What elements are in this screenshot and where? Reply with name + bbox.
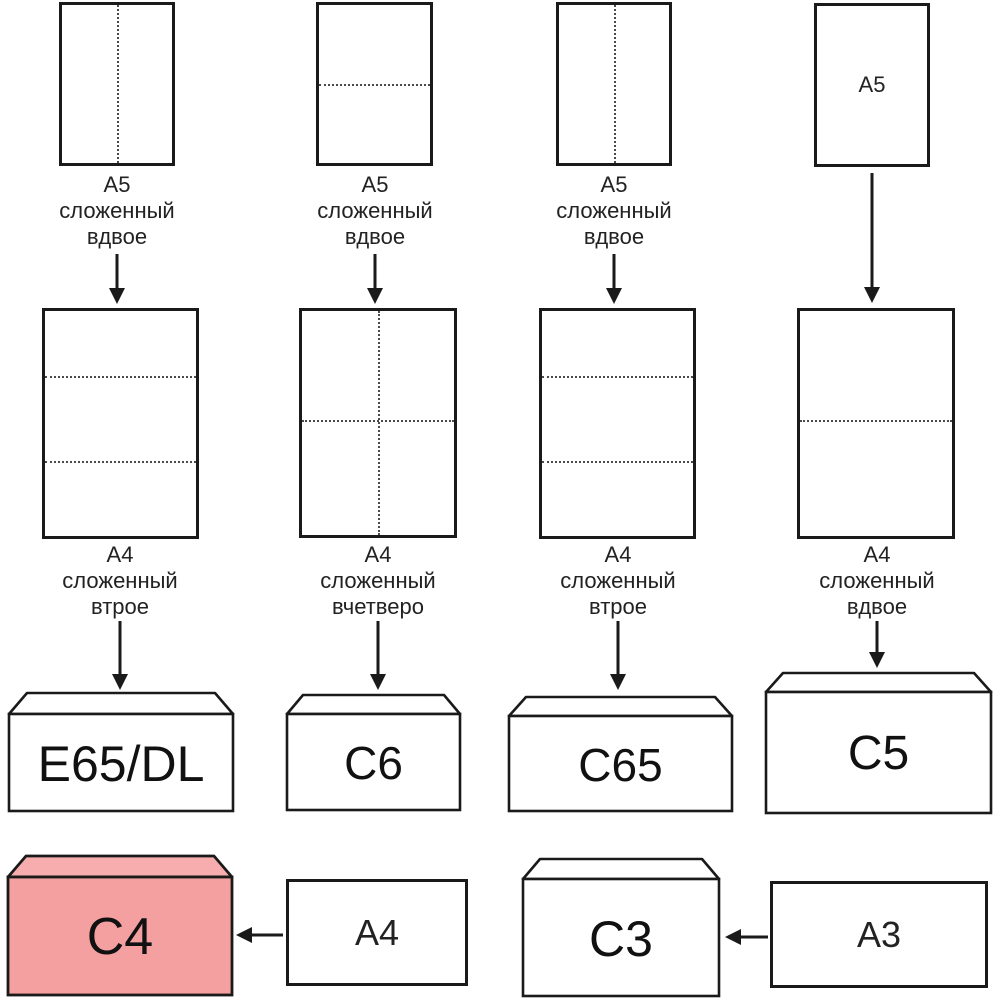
sheet-a3-landscape: A3 [770, 881, 988, 988]
caption-line: А4 [604, 542, 632, 567]
envelope-shape [7, 691, 235, 813]
envelope-e65-dl-label: E65/DL [37, 735, 205, 792]
caption-line: сложенный [62, 568, 178, 593]
caption-line: втрое [589, 594, 647, 619]
caption-a4-1: А4 сложенный втрое [10, 542, 230, 620]
envelope-c65: C65 [507, 695, 734, 813]
fold-line-vertical [378, 311, 380, 535]
envelope-c4-highlighted: C4 [6, 854, 234, 997]
envelope-c3: C3 [521, 857, 721, 998]
envelope-shape [521, 857, 721, 998]
arrow-down-icon [863, 173, 881, 303]
envelope-c4-label: C4 [86, 908, 154, 966]
caption-line: А4 [863, 542, 891, 567]
fold-line-horizontal [319, 84, 430, 86]
envelope-c6-label: C6 [344, 737, 403, 789]
envelope-shape [6, 854, 234, 997]
caption-a5-3: А5 сложенный вдвое [504, 172, 724, 250]
envelope-shape [507, 695, 734, 813]
caption-a4-3: А4 сложенный втрое [508, 542, 728, 620]
fold-line-horizontal [45, 376, 196, 379]
caption-line: сложенный [560, 568, 676, 593]
caption-a5-1: А5 сложенный вдвое [7, 172, 227, 250]
arrow-left-icon [236, 926, 283, 944]
caption-line: А4 [106, 542, 134, 567]
envelope-c65-label: C65 [578, 738, 663, 791]
fold-line-horizontal [45, 460, 196, 463]
caption-a4-2: А4 сложенный вчетверо [268, 542, 488, 620]
caption-line: сложенный [59, 198, 175, 223]
arrow-left-icon [725, 928, 768, 946]
sheet-a4-fold-thirds-1 [42, 308, 199, 539]
sheet-a3-landscape-label: A3 [856, 913, 902, 955]
caption-line: вдвое [344, 224, 406, 249]
envelope-shape [285, 693, 462, 812]
fold-line-horizontal [302, 419, 454, 422]
caption-line: вчетверо [332, 594, 424, 619]
caption-line: сложенный [556, 198, 672, 223]
caption-a4-4: А4 сложенный вдвое [767, 542, 987, 620]
envelope-c6: C6 [285, 693, 462, 812]
arrow-down-icon [111, 621, 129, 690]
envelope-c5-label: C5 [847, 727, 910, 780]
envelope-shape [764, 671, 993, 815]
caption-line: сложенный [819, 568, 935, 593]
envelope-c3-label: C3 [589, 910, 653, 967]
caption-line: вдвое [86, 224, 148, 249]
caption-line: А4 [364, 542, 392, 567]
envelope-e65-dl: E65/DL [7, 691, 235, 813]
arrow-down-icon [369, 621, 387, 690]
fold-line-vertical [117, 5, 119, 163]
caption-line: втрое [91, 594, 149, 619]
caption-a5-2: А5 сложенный вдвое [265, 172, 485, 250]
sheet-a4-fold-half [797, 308, 955, 539]
caption-line: сложенный [317, 198, 433, 223]
caption-line: вдвое [583, 224, 645, 249]
arrow-down-icon [609, 621, 627, 690]
sheet-a4-fold-quarters [299, 308, 457, 538]
arrow-down-icon [108, 254, 126, 304]
sheet-a4-landscape: A4 [286, 879, 468, 986]
caption-line: сложенный [320, 568, 436, 593]
sheet-a4-fold-thirds-2 [539, 308, 696, 539]
fold-line-horizontal [542, 376, 693, 379]
arrow-down-icon [605, 254, 623, 304]
arrow-down-icon [868, 621, 886, 668]
envelope-c5: C5 [764, 671, 993, 815]
sheet-a5-fold-vertical-2 [556, 2, 672, 166]
fold-line-horizontal [800, 420, 952, 423]
sheet-a5-label: A5 [858, 72, 886, 97]
sheet-a5-plain: A5 [814, 3, 930, 167]
fold-line-horizontal [542, 460, 693, 463]
sheet-a5-fold-horizontal [316, 2, 433, 166]
caption-line: А5 [103, 172, 131, 197]
sheet-a4-landscape-label: A4 [354, 911, 400, 953]
caption-line: вдвое [846, 594, 908, 619]
sheet-a5-fold-vertical-1 [59, 2, 175, 166]
fold-line-vertical [614, 5, 616, 163]
arrow-down-icon [366, 254, 384, 304]
caption-line: А5 [600, 172, 628, 197]
caption-line: А5 [361, 172, 389, 197]
